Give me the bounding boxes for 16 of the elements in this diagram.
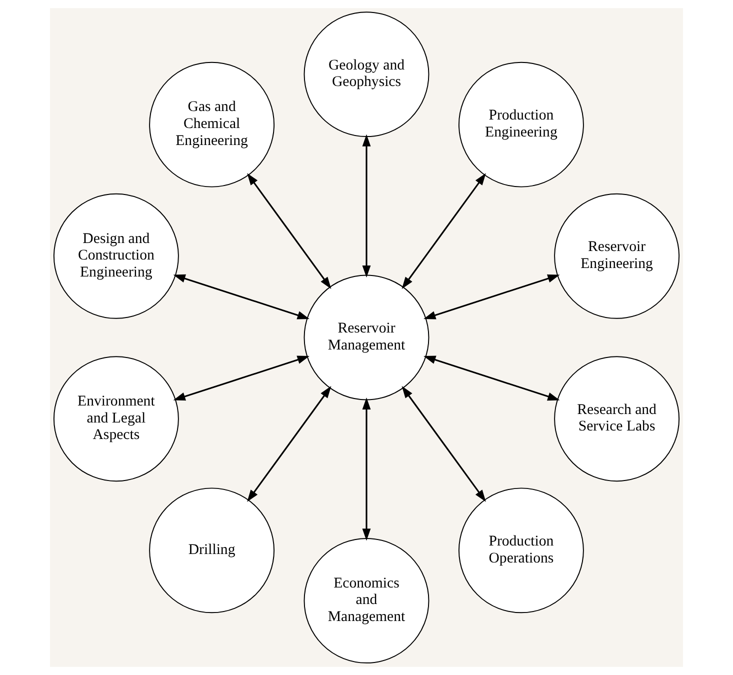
arrow — [247, 386, 332, 502]
arrow — [424, 356, 560, 401]
node-circle: Design and Construction Engineering — [53, 193, 179, 319]
node-circle: Reservoir Engineering — [554, 193, 680, 319]
node-circle: Environment and Legal Aspects — [53, 356, 179, 482]
arrow — [173, 356, 310, 401]
node-circle: Geology and Geophysics — [304, 12, 430, 138]
arrow — [424, 274, 560, 320]
arrow — [173, 274, 310, 320]
node-circle: Economics and Management — [304, 538, 430, 664]
node-circle: Research and Service Labs — [554, 356, 680, 482]
arrow — [402, 386, 486, 502]
arrow — [362, 397, 371, 541]
arrow — [402, 173, 486, 289]
arrow — [362, 134, 371, 278]
arrow — [247, 173, 332, 289]
